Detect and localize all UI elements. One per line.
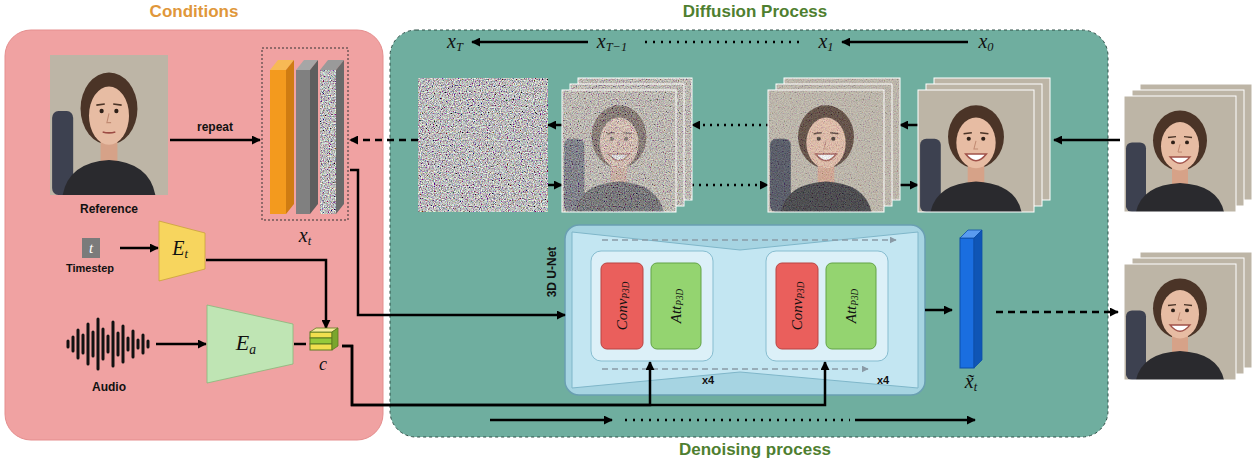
edge-label: repeat <box>197 120 233 134</box>
connector <box>548 124 562 127</box>
output-arrow <box>996 311 1118 314</box>
panel-heading: Diffusion Process <box>683 2 828 22</box>
unet-box: 3D U-Netx4ConvP3DAttP3Dx4ConvP3DAttP3D <box>565 225 925 395</box>
forward-dots <box>645 41 805 44</box>
caption: Timestep <box>66 262 114 274</box>
connector <box>156 343 206 346</box>
skip-connection <box>602 368 868 370</box>
noisy-frames-shape <box>562 30 692 212</box>
math-symbol: c <box>319 354 327 375</box>
condition-vector: c <box>306 328 342 380</box>
repeat-count: x4 <box>702 374 714 386</box>
conditions-panel: ConditionsReferencexttTimestepEtAudioEac <box>5 30 383 440</box>
attention-layer: AttP3D <box>825 262 877 350</box>
math-symbol: x0 <box>978 30 993 53</box>
connector <box>120 247 158 250</box>
denoise-arrow <box>490 419 612 422</box>
panel-footer: Denoising process <box>679 440 831 460</box>
math-symbol: xT−1 <box>597 30 627 53</box>
noise-image: xT <box>418 30 548 212</box>
layer-name: AttP3D <box>843 289 860 324</box>
forward-arrow <box>472 41 588 44</box>
forward-arrow <box>842 41 968 44</box>
math-symbol: t <box>89 238 93 258</box>
image-caption: Reference <box>80 202 138 216</box>
math-symbol: x1 <box>818 30 833 53</box>
layer-name: ConvP3D <box>614 282 631 331</box>
noisy-input-stack: xt <box>260 46 350 254</box>
connector <box>692 184 768 187</box>
diffusion-ground <box>390 30 1108 437</box>
math-symbol: Ea <box>236 330 256 356</box>
layer-name: AttP3D <box>668 289 685 324</box>
attention-layer: AttP3D <box>650 262 702 350</box>
connector <box>548 184 562 187</box>
math-symbol: xT <box>447 30 463 53</box>
input-arrow <box>1054 139 1120 142</box>
connector <box>170 139 260 142</box>
reference-image-shape <box>48 52 170 224</box>
audio-encoder: Ea <box>206 304 294 384</box>
audio-waveform: Audio <box>62 314 156 400</box>
skip-connection <box>602 239 896 241</box>
panel-heading: Conditions <box>150 2 239 22</box>
conv-layer: ConvP3D <box>600 262 644 350</box>
noisy-frames: xT−1 <box>562 30 692 212</box>
connector <box>900 184 918 187</box>
ground-truth-stack <box>1124 84 1252 212</box>
noisy-input-stack-shape <box>260 46 350 254</box>
connector <box>900 124 918 127</box>
diffusion-panel: Diffusion ProcessDenoising processxTxT−1… <box>390 30 1108 437</box>
math-symbol: Et <box>172 237 188 260</box>
repeat-count: x4 <box>877 374 889 386</box>
clean-frames: x0 <box>918 30 1050 212</box>
connector <box>294 343 306 346</box>
noisy-frames-shape <box>768 30 900 212</box>
connector <box>692 124 768 127</box>
denoise-arrow <box>855 419 975 422</box>
timestep-box: tTimestep <box>60 236 120 282</box>
noise-image-shape <box>418 30 548 212</box>
conv-layer: ConvP3D <box>775 262 819 350</box>
clean-frames-shape <box>918 30 1050 212</box>
denoise-dots <box>625 419 850 422</box>
time-encoder: Et <box>158 220 206 282</box>
denoised-output: x̃t <box>952 228 992 398</box>
reference-image: Reference <box>48 52 170 224</box>
connector <box>342 346 825 405</box>
vertical-label: 3D U-Net <box>545 247 559 298</box>
p3d-block: x4ConvP3DAttP3D <box>765 250 889 362</box>
connector <box>925 309 952 312</box>
p3d-block: x4ConvP3DAttP3D <box>590 250 714 362</box>
noisy-frames: x1 <box>768 30 900 212</box>
math-symbol: x̃t <box>965 370 977 393</box>
connector <box>350 139 418 142</box>
unet-ground <box>565 225 925 395</box>
math-symbol: xt <box>299 224 311 247</box>
generated-stack <box>1124 252 1252 380</box>
layer-name: ConvP3D <box>789 282 806 331</box>
unet-hourglass <box>572 232 918 388</box>
caption: Audio <box>92 380 126 394</box>
conditions-ground <box>5 30 383 440</box>
